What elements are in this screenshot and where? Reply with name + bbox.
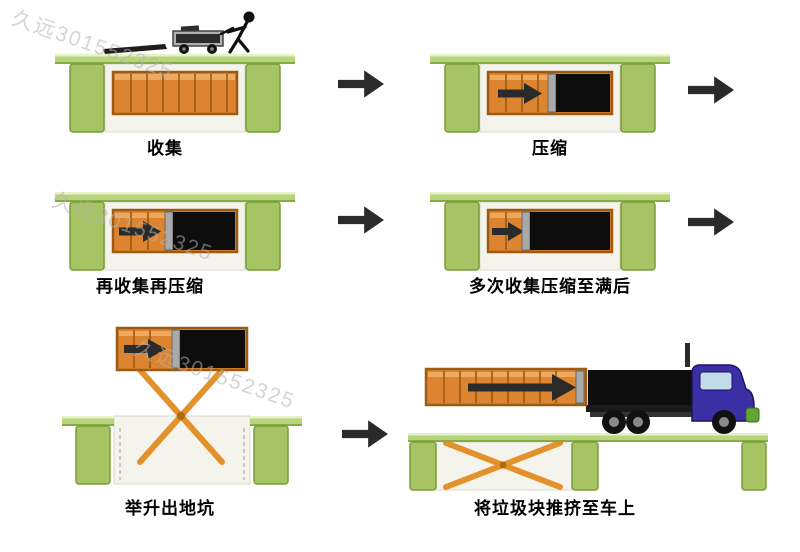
ground-platform — [430, 54, 670, 64]
ground-platform — [55, 54, 295, 64]
waste-container — [486, 70, 614, 116]
scene-full — [430, 192, 670, 271]
push-arrow — [492, 228, 508, 235]
pit-pillar-right — [620, 201, 656, 271]
waste-container — [486, 208, 614, 254]
worker-and-cart — [103, 11, 255, 54]
compactor-plate — [547, 73, 557, 113]
step-label-compress: 压缩 — [532, 139, 568, 158]
scene-collect — [55, 11, 295, 133]
ground-platform — [408, 433, 768, 442]
scene-lift — [62, 326, 302, 485]
flow-arrow — [342, 420, 388, 448]
pit-pillar-right — [245, 201, 281, 271]
garbage-block — [588, 370, 693, 405]
step-label-lift: 举升出地坑 — [125, 499, 215, 518]
truck-bumper — [745, 407, 760, 423]
truck-bed — [586, 405, 708, 412]
waste-container — [424, 367, 588, 407]
push-arrow — [119, 227, 143, 236]
step-label-collect: 收集 — [147, 139, 183, 158]
push-arrow — [124, 345, 148, 353]
compressed-waste — [530, 212, 610, 250]
waste-container — [111, 208, 239, 254]
truck — [586, 343, 760, 434]
compactor-plate — [575, 370, 585, 404]
step-label-recollect: 再收集再压缩 — [96, 277, 204, 296]
flow-arrow — [688, 208, 734, 236]
flow-arrow — [338, 206, 384, 234]
pit-pillar-left — [409, 441, 437, 491]
scene-push-to-truck — [408, 343, 768, 491]
compactor-plate — [164, 211, 174, 251]
pit-pillar-left — [69, 201, 105, 271]
flow-arrow — [688, 76, 734, 104]
pillar-far-right — [741, 441, 767, 491]
scissor-lift — [137, 367, 225, 465]
pit — [113, 415, 251, 485]
flow-arrow — [338, 70, 384, 98]
step-label-push-to-truck: 将垃圾块推挤至车上 — [474, 499, 636, 518]
waste-container — [111, 70, 239, 116]
ground-platform — [55, 192, 295, 202]
pit-pillar-right — [245, 63, 281, 133]
compressed-waste — [173, 212, 235, 250]
scissor-lift — [443, 440, 563, 490]
pit-pillar-left — [444, 201, 480, 271]
push-arrow — [468, 383, 552, 392]
push-arrow — [498, 89, 524, 98]
step-label-full: 多次收集压缩至满后 — [469, 277, 631, 296]
scene-compress — [430, 54, 670, 133]
pit-pillar-left — [75, 425, 111, 485]
pit-pillar-left — [69, 63, 105, 133]
compressed-waste — [556, 74, 610, 112]
exhaust-stack — [685, 343, 690, 367]
ground-platform-right — [250, 416, 302, 426]
pit-pillar-right — [253, 425, 289, 485]
dump-board — [103, 44, 167, 54]
compressed-waste — [180, 330, 245, 368]
ground-platform — [430, 192, 670, 202]
pit-pillar-left — [444, 63, 480, 133]
waste-container — [115, 326, 249, 372]
pit-pillar-right — [620, 63, 656, 133]
truck-window — [699, 371, 733, 391]
ground-platform-left — [62, 416, 114, 426]
compactor-plate — [521, 211, 531, 251]
pit-pillar-right — [571, 441, 599, 491]
scene-recollect — [55, 192, 295, 271]
worker-figure — [226, 11, 255, 54]
compactor-plate — [171, 329, 181, 369]
